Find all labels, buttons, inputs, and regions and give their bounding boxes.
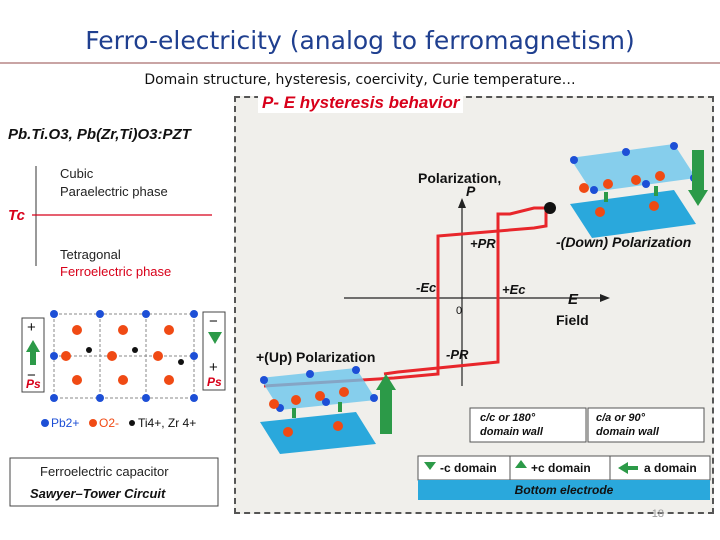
left-bracket	[21, 317, 45, 393]
down-polarized-crystal-icon	[570, 142, 698, 238]
wall-180-box	[469, 407, 587, 443]
right-bracket	[202, 311, 226, 391]
materials-label: Pb.Ti.O3, Pb(Zr,Ti)O3:PZT	[8, 126, 193, 143]
bottom-electrode-label: Bottom electrode	[515, 483, 614, 497]
phase-ferroelectric: Ferroelectric phase	[60, 264, 171, 279]
tetragonal-lattice-icon	[50, 310, 198, 402]
axis-y-title: Polarization,	[418, 170, 501, 186]
plus-ec-label: +Ec	[502, 282, 526, 297]
loop-upper-branch	[263, 206, 553, 388]
wall-90-box	[587, 407, 705, 443]
ti-ion-icon	[129, 420, 135, 426]
left-ps: Ps	[26, 377, 41, 391]
title-divider	[0, 62, 720, 64]
down-arrow-icon	[208, 332, 222, 344]
domain-strip	[417, 455, 711, 481]
minus-c-domain: -c domain	[440, 461, 497, 475]
o-ion-icon	[89, 419, 97, 427]
phase-tetragonal: Tetragonal	[60, 247, 121, 262]
tc-label: Tc	[8, 207, 26, 224]
capacitor-box	[9, 457, 219, 507]
slide-subtitle: Domain structure, hysteresis, coercivity…	[144, 72, 576, 88]
capacitor-circuit: Sawyer–Tower Circuit	[30, 486, 166, 501]
a-domain: a domain	[644, 461, 697, 475]
origin-label: 0	[456, 305, 462, 317]
legend-o: O2-	[99, 416, 119, 430]
capacitor-title: Ferroelectric capacitor	[40, 464, 169, 479]
left-minus: −	[27, 367, 36, 384]
legend-pb: Pb2+	[51, 416, 79, 430]
a-domain-arrow-icon	[618, 462, 628, 474]
axis-y-symbol: P	[466, 183, 476, 199]
up-polarized-crystal-icon	[260, 366, 378, 454]
slide-title: Ferro-electricity (analog to ferromagnet…	[85, 26, 635, 55]
minus-ec-label: -Ec	[416, 280, 437, 295]
phase-paraelectric: Paraelectric phase	[60, 184, 168, 199]
right-plus: +	[209, 359, 218, 376]
plus-pr-label: +PR	[470, 236, 496, 251]
right-ps: Ps	[207, 375, 222, 389]
plus-c-arrow-icon	[515, 460, 527, 468]
legend-ti: Ti4+, Zr 4+	[138, 416, 196, 430]
loop-lower-branch	[383, 206, 552, 376]
minus-pr-label: -PR	[446, 347, 469, 362]
e-axis-arrow-icon	[600, 294, 610, 302]
wall-180-line1: c/c or 180°	[480, 412, 536, 424]
saturation-dot	[544, 202, 556, 214]
up-green-arrow-icon	[376, 374, 396, 390]
bottom-electrode	[418, 480, 710, 500]
p-axis-arrow-icon	[458, 198, 466, 208]
wall-180-line2: domain wall	[480, 426, 544, 438]
plus-c-domain: +c domain	[531, 461, 591, 475]
page-number: 18	[651, 508, 664, 520]
phase-cubic: Cubic	[60, 166, 94, 181]
wall-90-line2: domain wall	[596, 426, 660, 438]
pb-ion-icon	[41, 419, 49, 427]
down-green-arrow-icon	[688, 190, 708, 206]
down-polarization-label: -(Down) Polarization	[556, 234, 691, 250]
material-panel: Pb.Ti.O3, Pb(Zr,Ti)O3:PZT Tc Cubic Parae…	[8, 126, 226, 507]
wall-90-line1: c/a or 90°	[596, 412, 646, 424]
axis-x-symbol: E	[568, 291, 579, 308]
axis-x-title: Field	[556, 312, 589, 328]
minus-c-arrow-icon	[424, 462, 436, 470]
left-plus: +	[27, 319, 36, 336]
hysteresis-panel: Polarization, P E Field 0 +PR -PR -Ec +E…	[256, 142, 711, 500]
figure-title: P- E hysteresis behavior	[258, 93, 464, 113]
up-polarization-label: +(Up) Polarization	[256, 349, 375, 365]
right-minus: −	[209, 313, 218, 330]
up-arrow-icon	[26, 340, 40, 352]
